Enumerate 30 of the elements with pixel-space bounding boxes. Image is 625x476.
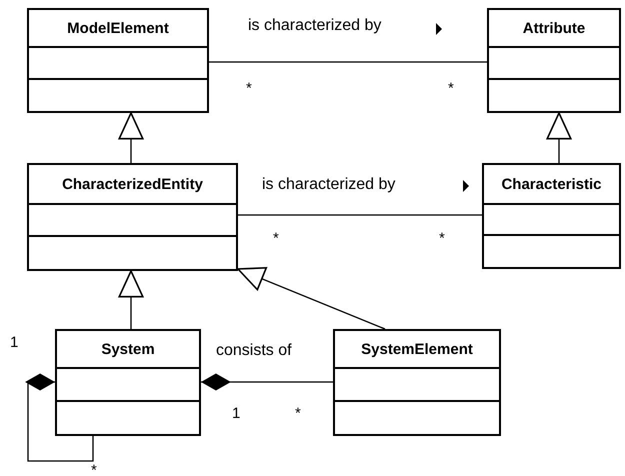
- multiplicity-label: *: [448, 80, 454, 97]
- class-name: ModelElement: [67, 20, 169, 36]
- class-box: [27, 163, 238, 271]
- class-name: SystemElement: [361, 340, 473, 358]
- class-box: [27, 8, 209, 113]
- generalization-arrow: [118, 270, 144, 329]
- generalization-arrow: [237, 267, 386, 330]
- edge-label: is characterized by: [262, 176, 396, 194]
- composition-line: [25, 373, 94, 462]
- generalization-arrow: [118, 112, 144, 163]
- multiplicity-label: *: [273, 230, 279, 247]
- class-name: System: [101, 340, 155, 358]
- class-name: Characteristic: [501, 176, 602, 192]
- class-name: Attribute: [522, 20, 586, 36]
- multiplicity-label: *: [91, 462, 97, 476]
- multiplicity-label: *: [295, 405, 301, 422]
- class-name: CharacterizedEntity: [62, 176, 203, 192]
- class-box: [55, 329, 201, 436]
- class-box: [333, 329, 501, 436]
- class-box: [482, 163, 621, 269]
- multiplicity-label: *: [246, 80, 252, 97]
- edge-label: is characterized by: [248, 17, 382, 35]
- association-line: [209, 61, 487, 63]
- multiplicity-label: 1: [232, 405, 240, 422]
- multiplicity-label: *: [439, 230, 445, 247]
- generalization-arrow: [546, 112, 572, 163]
- composition-line: [201, 373, 333, 391]
- association-line: [238, 214, 482, 216]
- multiplicity-label: 1: [10, 334, 18, 351]
- class-box: [487, 8, 621, 113]
